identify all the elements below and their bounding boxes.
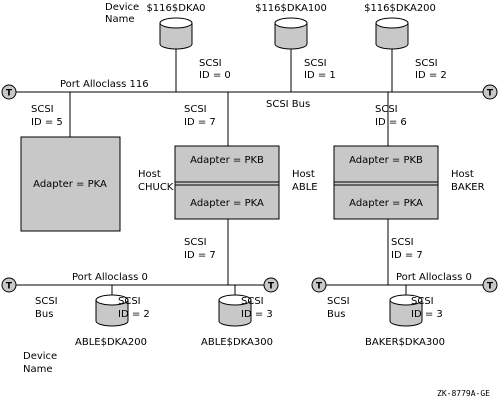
left-disk-name-1: ABLE$DKA300 bbox=[201, 337, 273, 348]
port-alloclass-label: Port Alloclass 0 bbox=[72, 272, 148, 283]
scsi-id-label: SCSI bbox=[411, 296, 434, 307]
scsi-id-label: SCSI bbox=[31, 104, 54, 115]
disk-icon-top bbox=[375, 17, 409, 29]
scsi-id-label: ID = 5 bbox=[31, 117, 63, 128]
disk-icon-top bbox=[389, 294, 423, 306]
disk-icon bbox=[95, 300, 129, 327]
adapter-label: Adapter = PKA bbox=[349, 198, 423, 209]
scsi-id-label: ID = 2 bbox=[415, 70, 447, 81]
terminator-icon: T bbox=[263, 277, 279, 293]
terminator-icon: T bbox=[1, 84, 17, 100]
terminator-icon: T bbox=[311, 277, 327, 293]
terminator-icon: T bbox=[1, 277, 17, 293]
device-name-label: Device bbox=[23, 351, 57, 362]
scsi-id-label: ID = 2 bbox=[118, 309, 150, 320]
adapter-label: Adapter = PKA bbox=[33, 179, 107, 190]
scsi-id-label: SCSI bbox=[391, 237, 414, 248]
scsi-bus-label: SCSI Bus bbox=[266, 99, 310, 110]
device-name-label: Name bbox=[23, 364, 53, 375]
disk-icon-top bbox=[218, 294, 252, 306]
scsi-id-label: ID = 7 bbox=[184, 250, 216, 261]
scsi-bus-label: Bus bbox=[35, 309, 53, 320]
svg-text:T: T bbox=[487, 89, 494, 99]
host-name-label: ABLE bbox=[292, 182, 318, 193]
scsi-id-label: SCSI bbox=[304, 58, 327, 69]
host-name-label: Host bbox=[292, 169, 315, 180]
top-disk-name-0: $116$DKA0 bbox=[146, 3, 205, 14]
scsi-id-label: SCSI bbox=[241, 296, 264, 307]
svg-text:T: T bbox=[487, 282, 494, 292]
scsi-bus-label: SCSI bbox=[327, 296, 350, 307]
svg-text:T: T bbox=[6, 89, 13, 99]
adapter-label: Adapter = PKB bbox=[349, 155, 423, 166]
scsi-id-label: ID = 7 bbox=[184, 117, 216, 128]
disk-icon bbox=[389, 300, 423, 327]
left-disk-name-0: ABLE$DKA200 bbox=[75, 337, 147, 348]
scsi-id-label: SCSI bbox=[415, 58, 438, 69]
top-disk-name-2: $116$DKA200 bbox=[364, 3, 436, 14]
terminator-icon: T bbox=[482, 277, 498, 293]
scsi-bus-label: Bus bbox=[327, 309, 345, 320]
device-name-label: Device bbox=[105, 2, 139, 13]
disk-icon bbox=[218, 300, 252, 327]
figure-id: ZK-8779A-GE bbox=[437, 389, 490, 398]
right-disk-name-0: BAKER$DKA300 bbox=[365, 337, 445, 348]
scsi-id-label: SCSI bbox=[375, 104, 398, 115]
device-name-label: Name bbox=[105, 14, 135, 25]
svg-text:T: T bbox=[316, 282, 323, 292]
adapter-label: Adapter = PKB bbox=[190, 155, 264, 166]
host-box bbox=[20, 136, 121, 232]
top-disk-1 bbox=[274, 17, 308, 92]
disk-icon-top bbox=[274, 17, 308, 29]
disk-icon-top bbox=[159, 17, 193, 29]
top-disk-name-1: $116$DKA100 bbox=[255, 3, 327, 14]
right-disk-0 bbox=[389, 285, 423, 327]
host-name-label: Host bbox=[451, 169, 474, 180]
top-disk-0 bbox=[159, 17, 193, 92]
scsi-id-label: SCSI bbox=[118, 296, 141, 307]
left-disk-1 bbox=[218, 285, 252, 327]
top-disk-2 bbox=[375, 17, 409, 92]
scsi-id-label: SCSI bbox=[184, 104, 207, 115]
adapter-label: Adapter = PKA bbox=[190, 198, 264, 209]
host-name-label: BAKER bbox=[451, 182, 485, 193]
port-alloclass-label: Port Alloclass 0 bbox=[396, 272, 472, 283]
scsi-id-label: SCSI bbox=[184, 237, 207, 248]
host-chuck: Adapter = PKA Host CHUCK bbox=[20, 136, 174, 232]
left-disk-0 bbox=[95, 285, 129, 327]
port-alloclass-label: Port Alloclass 116 bbox=[60, 79, 149, 90]
scsi-id-label: ID = 6 bbox=[375, 117, 407, 128]
scsi-id-label: ID = 3 bbox=[411, 309, 443, 320]
terminator-icon: T bbox=[482, 84, 498, 100]
scsi-id-label: ID = 0 bbox=[199, 70, 231, 81]
scsi-id-label: SCSI bbox=[199, 58, 222, 69]
scsi-id-label: ID = 7 bbox=[391, 250, 423, 261]
scsi-id-label: ID = 3 bbox=[241, 309, 273, 320]
host-name-label: Host bbox=[138, 169, 161, 180]
scsi-id-label: ID = 1 bbox=[304, 70, 336, 81]
scsi-bus-label: SCSI bbox=[35, 296, 58, 307]
host-able: Adapter = PKB Adapter = PKA Host ABLE bbox=[174, 145, 318, 220]
host-baker: Adapter = PKB Adapter = PKA Host BAKER bbox=[333, 145, 485, 220]
svg-text:T: T bbox=[268, 282, 275, 292]
svg-text:T: T bbox=[6, 282, 13, 292]
host-name-label: CHUCK bbox=[138, 182, 174, 193]
disk-icon-top bbox=[95, 294, 129, 306]
